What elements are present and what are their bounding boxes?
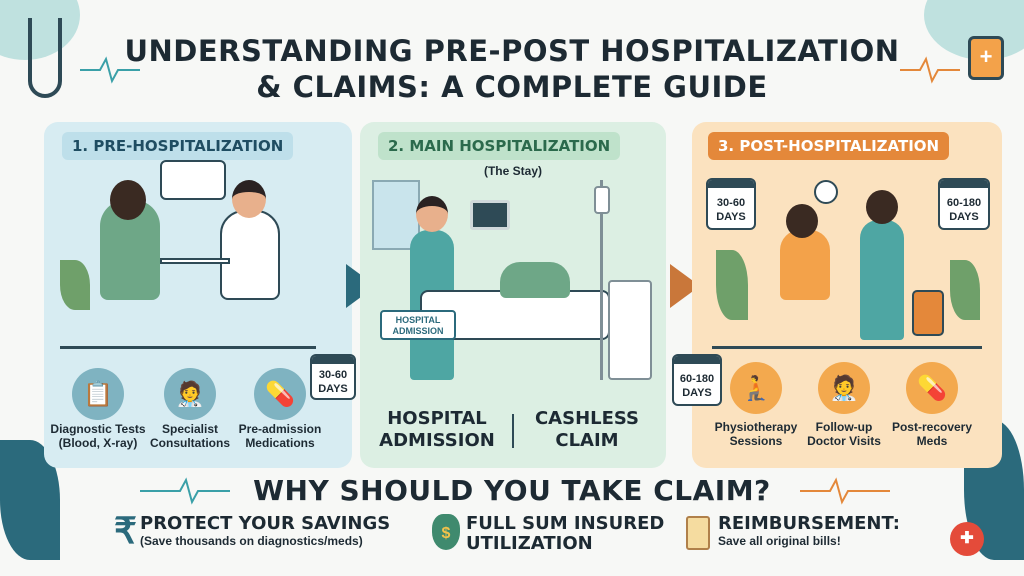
stethoscope-icon — [28, 18, 62, 98]
floor-line — [60, 346, 316, 349]
rupee-icon: ₹ — [114, 510, 137, 551]
medicine-bottle-icon: 💊 — [906, 362, 958, 414]
pre-hospitalization-heading: 1. PRE-HOSPITALIZATION — [62, 132, 294, 160]
speech-bubble-icon — [160, 160, 226, 200]
benefit-subtitle: (Save thousands on diagnostics/meds) — [140, 534, 363, 548]
main-hospitalization-heading: 2. MAIN HOSPITALIZATION — [378, 132, 621, 160]
hospital-admission-sign: HOSPITAL ADMISSION — [380, 310, 456, 340]
benefit-subtitle: Save all original bills! — [718, 534, 841, 548]
post-hospitalization-heading: 3. POST-HOSPITALIZATION — [708, 132, 950, 160]
medical-cabinet — [608, 280, 652, 380]
patient-exercising-illustration — [780, 230, 830, 300]
heartbeat-line-icon — [800, 477, 890, 505]
benefit-protect-savings: PROTECT YOUR SAVINGS (Save thousands on … — [140, 513, 391, 549]
label-line: CASHLESS — [534, 408, 640, 429]
iv-bag-icon — [594, 186, 610, 214]
benefit-title: PROTECT YOUR SAVINGS — [140, 513, 391, 534]
doctor-illustration — [220, 210, 280, 300]
patient-head — [786, 204, 818, 238]
heartbeat-line-icon — [80, 56, 140, 84]
calendar-number: 30-60 — [716, 197, 746, 209]
page-title-line-2: & CLAIMS: A COMPLETE GUIDE — [256, 70, 768, 104]
main-hospitalization-subheading: (The Stay) — [483, 164, 542, 178]
physiotherapist-illustration — [860, 220, 904, 340]
patient-head — [110, 180, 146, 220]
floor-line — [712, 346, 982, 349]
benefit-title: FULL SUM INSURED — [466, 513, 665, 534]
item-label: Physiotherapy — [714, 420, 798, 434]
calendar-number: 60-180 — [679, 373, 715, 385]
iv-stand-icon — [600, 180, 603, 380]
why-heading: WHY SHOULD YOU TAKE CLAIM? — [253, 474, 771, 507]
benefit-title: UTILIZATION — [466, 533, 593, 554]
item-sublabel: Medications — [245, 436, 315, 450]
doctor-head — [232, 180, 266, 218]
clock-icon — [814, 180, 838, 204]
benefit-full-sum-insured: FULL SUM INSURED UTILIZATION — [466, 514, 664, 554]
item-diagnostic-tests: Diagnostic Tests(Blood, X-ray) — [48, 422, 148, 450]
calendar-unit: DAYS — [949, 211, 979, 223]
calendar-number: 30-60 — [318, 369, 348, 381]
calendar-unit: DAYS — [682, 387, 712, 399]
item-sublabel: Doctor Visits — [807, 434, 881, 448]
benefit-reimbursement: REIMBURSEMENT: Save all original bills! — [718, 513, 900, 549]
page-title-line-1: UNDERSTANDING PRE-POST HOSPITALIZATION — [124, 34, 900, 68]
label-line: ADMISSION — [379, 430, 495, 451]
medicine-bottle-icon — [912, 290, 944, 336]
plant-icon — [950, 260, 980, 320]
first-aid-badge-icon: ✚ — [950, 522, 984, 556]
item-label: Pre-admission — [238, 422, 322, 436]
plant-icon — [60, 260, 90, 310]
divider — [512, 414, 514, 448]
physio-icon: 🧎 — [730, 362, 782, 414]
scroll-icon — [686, 516, 710, 550]
item-label: Specialist — [161, 422, 219, 436]
item-sublabel: Consultations — [150, 436, 230, 450]
item-label: Post-recovery — [891, 420, 973, 434]
desk — [160, 258, 230, 264]
item-sublabel: (Blood, X-ray) — [58, 436, 138, 450]
doctor-icon: 🧑‍⚕️ — [818, 362, 870, 414]
physiotherapist-head — [866, 190, 898, 224]
calendar-unit: DAYS — [716, 211, 746, 223]
item-sublabel: Sessions — [729, 434, 783, 448]
pill-icon: 💊 — [254, 368, 306, 420]
calendar-number: 60-180 — [946, 197, 982, 209]
money-bag-icon: $ — [432, 514, 460, 550]
label-line: HOSPITAL — [387, 408, 487, 429]
calendar-unit: DAYS — [318, 383, 348, 395]
medicine-bottle-icon: + — [968, 36, 1004, 80]
nurse-head — [416, 196, 448, 232]
doctor-icon: 🧑‍⚕️ — [164, 368, 216, 420]
benefit-title: REIMBURSEMENT: — [718, 513, 900, 534]
monitor-icon — [470, 200, 510, 230]
plant-icon — [716, 250, 748, 320]
heartbeat-line-icon — [900, 56, 960, 84]
clipboard-icon: 📋 — [72, 368, 124, 420]
item-label: Diagnostic Tests — [50, 422, 146, 436]
label-line: CLAIM — [555, 430, 619, 451]
heartbeat-line-icon — [140, 477, 230, 505]
item-sublabel: Meds — [916, 434, 948, 448]
item-label: Follow-up — [815, 420, 873, 434]
patient-in-bed — [500, 262, 570, 298]
